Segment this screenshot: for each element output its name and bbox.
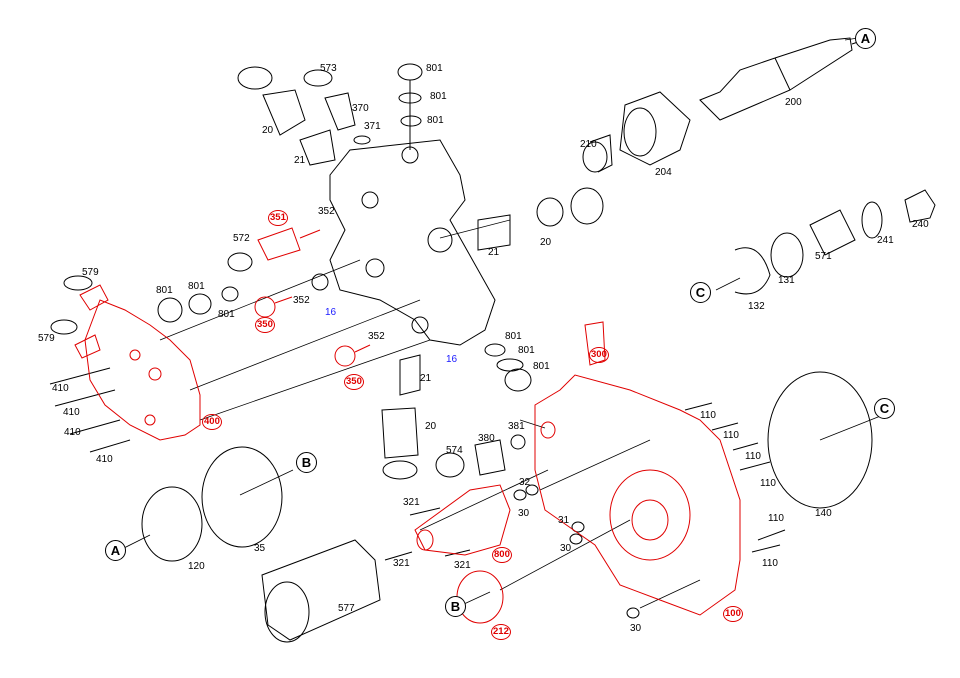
callout-352: 352 — [318, 206, 335, 217]
pump-head-400 — [84, 299, 201, 441]
callout-241: 241 — [877, 235, 894, 246]
callout-321: 321 — [403, 497, 420, 508]
bolts — [49, 367, 786, 561]
callout-321: 321 — [454, 560, 471, 571]
callout-801: 801 — [156, 285, 173, 296]
callout-110: 110 — [760, 478, 776, 489]
valve-351 — [257, 227, 301, 261]
callout-140: 140 — [815, 508, 832, 519]
callout-300: 300 — [589, 347, 609, 363]
callout-571: 571 — [815, 251, 832, 262]
callout-801: 801 — [188, 281, 205, 292]
spring-21 — [477, 214, 511, 251]
o-ring-35 — [201, 446, 283, 548]
callout-212: 212 — [491, 624, 511, 640]
callout-410: 410 — [96, 454, 113, 465]
callout-110: 110 — [745, 451, 761, 462]
callout-20: 20 — [540, 237, 552, 248]
callout-21: 21 — [294, 155, 306, 166]
callout-100: 100 — [723, 606, 743, 622]
callout-801: 801 — [533, 361, 550, 372]
callout-350: 350 — [344, 374, 364, 390]
callout-30: 30 — [560, 543, 572, 554]
callout-801: 801 — [430, 91, 447, 102]
callout-120: 120 — [188, 561, 205, 572]
callout-573: 573 — [320, 63, 337, 74]
callout-801: 801 — [505, 331, 522, 342]
callout-20: 20 — [425, 421, 437, 432]
callout-132: 132 — [748, 301, 765, 312]
nut-204 — [619, 91, 691, 166]
callout-410: 410 — [52, 383, 69, 394]
metering-unit-800 — [414, 484, 511, 556]
callout-16: 16 — [325, 307, 337, 318]
callout-110: 110 — [768, 513, 784, 524]
pump-housing — [329, 139, 496, 346]
callout-B: B — [296, 452, 317, 473]
callout-410: 410 — [63, 407, 80, 418]
callout-35: 35 — [254, 543, 266, 554]
callout-21: 21 — [420, 373, 432, 384]
leader-lines — [123, 37, 884, 609]
callout-204: 204 — [655, 167, 672, 178]
black-parts — [49, 37, 936, 643]
callout-21: 21 — [488, 247, 500, 258]
callout-352: 352 — [293, 295, 310, 306]
callout-800: 800 — [492, 547, 512, 563]
callout-350: 350 — [255, 317, 275, 333]
callout-801: 801 — [426, 63, 443, 74]
tappet-20 — [381, 407, 419, 459]
callout-240: 240 — [912, 219, 929, 230]
callout-351: 351 — [268, 210, 288, 226]
callout-400: 400 — [202, 414, 222, 430]
callout-801: 801 — [518, 345, 535, 356]
sleeve-577 — [261, 539, 381, 641]
callout-A: A — [855, 28, 876, 49]
callout-A: A — [105, 540, 126, 561]
callout-110: 110 — [723, 430, 739, 441]
callout-30: 30 — [518, 508, 530, 519]
valve-350 — [254, 296, 276, 318]
callout-574: 574 — [446, 445, 463, 456]
callout-110: 110 — [700, 410, 716, 421]
callout-16: 16 — [446, 354, 458, 365]
callout-110: 110 — [762, 558, 778, 569]
callout-20: 20 — [262, 125, 274, 136]
callout-370: 370 — [352, 103, 369, 114]
callout-801: 801 — [218, 309, 235, 320]
callout-B: B — [445, 596, 466, 617]
callout-31: 31 — [558, 515, 570, 526]
callout-572: 572 — [233, 233, 250, 244]
callout-321: 321 — [393, 558, 410, 569]
callout-579: 579 — [82, 267, 99, 278]
callout-352: 352 — [368, 331, 385, 342]
callout-410: 410 — [64, 427, 81, 438]
callout-380: 380 — [478, 433, 495, 444]
highlighted-parts — [74, 227, 741, 624]
o-ring-140 — [767, 371, 873, 509]
callout-C: C — [874, 398, 895, 419]
callout-371: 371 — [364, 121, 381, 132]
callout-579: 579 — [38, 333, 55, 344]
callout-131: 131 — [778, 275, 795, 286]
callout-577: 577 — [338, 603, 355, 614]
o-ring-120 — [141, 486, 203, 562]
callout-210: 210 — [580, 139, 597, 150]
callout-32: 32 — [519, 477, 531, 488]
housing-100 — [534, 374, 741, 616]
callout-801: 801 — [427, 115, 444, 126]
callout-30: 30 — [630, 623, 642, 634]
callout-C: C — [690, 282, 711, 303]
drive-shaft — [699, 37, 853, 121]
callout-200: 200 — [785, 97, 802, 108]
callout-381: 381 — [508, 421, 525, 432]
